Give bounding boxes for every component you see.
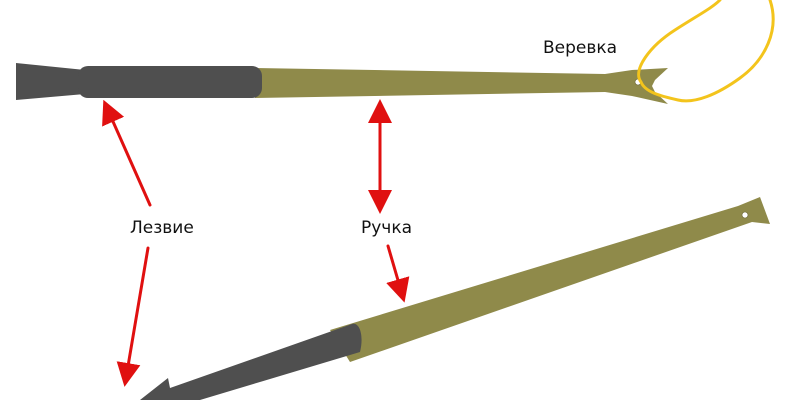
top-tool-handle <box>255 68 668 104</box>
top-tool-blade <box>78 66 262 98</box>
top-tool-blade-tip <box>16 63 85 100</box>
rope-loop <box>637 0 775 103</box>
annotation-arrows <box>102 99 410 387</box>
bottom-tool <box>140 197 770 400</box>
label-rope: Веревка <box>543 38 617 58</box>
arrow-handle-bottom <box>386 244 410 303</box>
bottom-tool-handle <box>330 197 770 362</box>
bottom-tool-rope-hole <box>741 211 749 219</box>
label-handle: Ручка <box>361 218 412 238</box>
top-tool <box>16 63 668 104</box>
bottom-tool-blade <box>140 323 362 400</box>
label-blade: Лезвие <box>130 218 194 238</box>
arrow-blade-bottom <box>116 246 150 387</box>
arrow-blade-top <box>102 99 152 207</box>
